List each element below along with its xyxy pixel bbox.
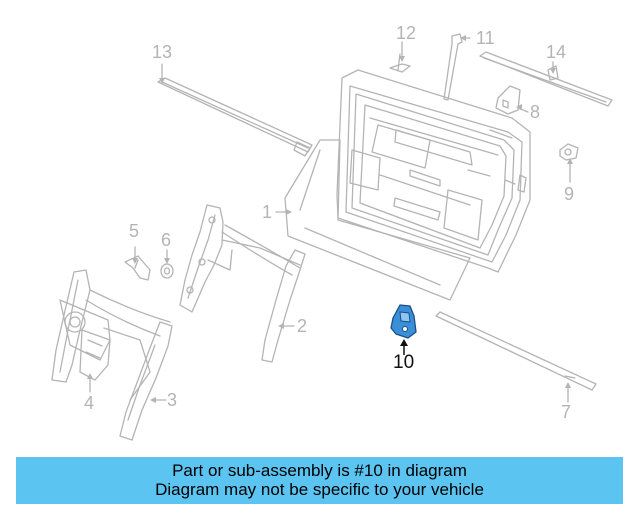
callout-3: 3 — [167, 390, 178, 410]
part-8-bracket — [495, 85, 521, 115]
info-banner: Part or sub-assembly is #10 in diagram D… — [16, 457, 623, 504]
callout-14: 14 — [546, 42, 567, 62]
callout-1: 1 — [262, 202, 273, 222]
callout-7: 7 — [561, 402, 572, 422]
callout-12: 12 — [396, 23, 417, 43]
callout-5: 5 — [129, 221, 140, 241]
part-4-window-motor — [64, 311, 111, 381]
part-9-clip — [559, 143, 579, 161]
leader-arrowheads — [87, 35, 573, 403]
part-13-weatherstrip — [157, 77, 313, 157]
part-7-rod — [435, 311, 597, 391]
part-1-door-glass — [284, 139, 471, 301]
banner-line-2: Diagram may not be specific to your vehi… — [155, 480, 484, 499]
part-3-window-regulator — [51, 269, 173, 441]
callout-2: 2 — [297, 316, 308, 336]
door-frame — [336, 69, 531, 273]
part-11-guide-rod — [443, 33, 463, 101]
leader-lines — [89, 37, 571, 403]
callout-11: 11 — [476, 28, 495, 48]
banner-line-1: Part or sub-assembly is #10 in diagram — [172, 461, 467, 480]
part-10-highlighted — [390, 304, 417, 355]
callout-10: 10 — [393, 352, 415, 373]
callout-9: 9 — [564, 184, 575, 204]
callout-6: 6 — [161, 230, 172, 250]
callout-13: 13 — [152, 42, 173, 62]
part-5-fastener — [124, 255, 151, 281]
callout-8: 8 — [530, 102, 541, 122]
callout-4: 4 — [84, 393, 95, 413]
part-2-window-regulator — [179, 204, 306, 363]
parts-diagram — [51, 33, 613, 441]
part-6-grommet — [160, 263, 174, 279]
